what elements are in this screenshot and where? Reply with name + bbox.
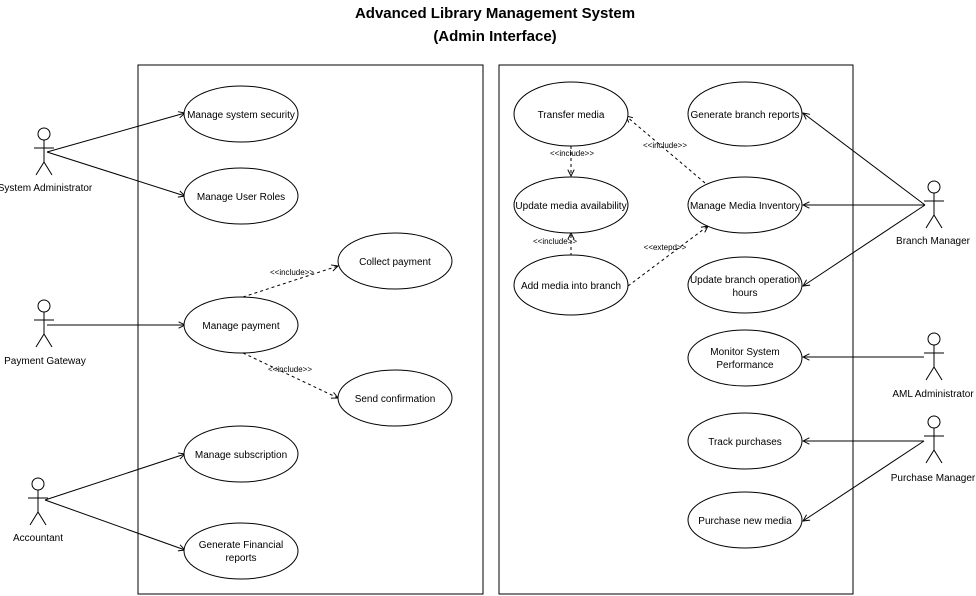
include-label-add: <<include>> bbox=[533, 237, 577, 246]
actor-label: Accountant bbox=[13, 533, 63, 544]
actor-label: Branch Manager bbox=[896, 236, 971, 247]
use-case-label-line2: reports bbox=[225, 553, 256, 564]
use-case-transfer-media[interactable]: Transfer media bbox=[513, 81, 629, 147]
use-case-manage-payment[interactable]: Manage payment bbox=[183, 296, 299, 354]
system-boundary-right bbox=[498, 64, 854, 595]
actor-purchase-manager[interactable]: Purchase Manager bbox=[891, 415, 976, 484]
assoc-branchmgr-reports bbox=[803, 113, 926, 206]
use-case-label: Purchase new media bbox=[698, 516, 792, 527]
include-label-transfer: <<include>> bbox=[550, 149, 594, 158]
associations bbox=[44, 113, 926, 550]
use-case-label: Collect payment bbox=[359, 257, 431, 268]
assoc-purchase-new bbox=[803, 440, 925, 521]
stick-figure-icon bbox=[34, 127, 54, 176]
use-case-label: Manage payment bbox=[202, 321, 279, 332]
diagram-subtitle: (Admin Interface) bbox=[433, 28, 556, 45]
dep-payment-collect bbox=[242, 266, 338, 298]
include-label-confirmation: <<include>> bbox=[268, 365, 312, 374]
dependencies bbox=[242, 116, 708, 398]
use-case-label-line2: Performance bbox=[716, 360, 774, 371]
system-boundary-left bbox=[137, 64, 484, 595]
assoc-accountant-subscription bbox=[44, 454, 185, 501]
use-case-manage-user-roles[interactable]: Manage User Roles bbox=[183, 167, 299, 225]
stick-figure-icon bbox=[28, 477, 48, 526]
actor-label: Payment Gateway bbox=[4, 356, 86, 367]
use-case-update-media-availability[interactable]: Update media availability bbox=[513, 176, 629, 234]
use-case-send-confirmation[interactable]: Send confirmation bbox=[337, 369, 453, 427]
stick-figure-icon bbox=[924, 332, 944, 381]
use-case-label: Send confirmation bbox=[355, 394, 436, 405]
dep-inventory-transfer bbox=[626, 116, 706, 184]
actor-accountant[interactable]: Accountant bbox=[13, 477, 63, 544]
actor-branch-manager[interactable]: Branch Manager bbox=[896, 180, 971, 247]
stick-figure-icon bbox=[924, 180, 944, 229]
use-case-label: Track purchases bbox=[708, 437, 782, 448]
use-case-label-line1: Generate Financial bbox=[199, 540, 284, 551]
use-case-label: Add media into branch bbox=[521, 281, 621, 292]
use-case-generate-financial-reports[interactable]: Generate Financial reports bbox=[183, 522, 299, 580]
use-case-generate-branch-reports[interactable]: Generate branch reports bbox=[687, 81, 803, 147]
use-case-purchase-new-media[interactable]: Purchase new media bbox=[687, 491, 803, 549]
use-case-label: Manage system security bbox=[187, 110, 295, 121]
actor-system-administrator[interactable]: System Administrator bbox=[0, 127, 93, 194]
use-case-manage-system-security[interactable]: Manage system security bbox=[183, 85, 299, 143]
use-case-label: Update media availability bbox=[515, 201, 626, 212]
actor-label: System Administrator bbox=[0, 183, 93, 194]
use-case-label-line1: Update branch operation bbox=[690, 275, 800, 286]
include-label-inventory: <<include>> bbox=[643, 141, 687, 150]
extend-label-add: <<extepd>> bbox=[644, 243, 687, 252]
actor-label: Purchase Manager bbox=[891, 473, 976, 484]
use-case-add-media-into-branch[interactable]: Add media into branch bbox=[513, 254, 629, 316]
use-case-manage-media-inventory[interactable]: Manage Media Inventory bbox=[687, 176, 803, 234]
actor-payment-gateway[interactable]: Payment Gateway bbox=[4, 299, 86, 367]
use-case-label: Manage Media Inventory bbox=[690, 201, 800, 212]
use-case-label: Manage subscription bbox=[195, 450, 287, 461]
diagram-title: Advanced Library Management System bbox=[355, 5, 635, 22]
assoc-accountant-financial bbox=[44, 499, 185, 550]
stick-figure-icon bbox=[34, 299, 54, 348]
assoc-branchmgr-hours bbox=[803, 204, 926, 286]
use-case-label-line2: hours bbox=[732, 288, 757, 299]
use-case-label-line1: Monitor System bbox=[710, 347, 779, 358]
dep-payment-confirmation bbox=[242, 352, 338, 398]
actor-label: AML Administrator bbox=[892, 389, 974, 400]
use-case-monitor-system-performance[interactable]: Monitor System Performance bbox=[687, 329, 803, 387]
assoc-sysadmin-roles bbox=[46, 151, 185, 196]
use-case-manage-subscription[interactable]: Manage subscription bbox=[183, 425, 299, 483]
use-case-label: Transfer media bbox=[538, 110, 605, 121]
dep-add-inventory bbox=[627, 226, 708, 287]
stick-figure-icon bbox=[924, 415, 944, 464]
include-label-collect: <<include>> bbox=[270, 268, 314, 277]
assoc-sysadmin-security bbox=[46, 113, 185, 153]
use-case-track-purchases[interactable]: Track purchases bbox=[687, 412, 803, 470]
use-case-collect-payment[interactable]: Collect payment bbox=[337, 232, 453, 290]
use-case-label: Generate branch reports bbox=[691, 110, 800, 121]
use-case-update-branch-operation-hours[interactable]: Update branch operation hours bbox=[687, 256, 803, 314]
actor-aml-administrator[interactable]: AML Administrator bbox=[892, 332, 974, 400]
use-case-label: Manage User Roles bbox=[197, 192, 285, 203]
